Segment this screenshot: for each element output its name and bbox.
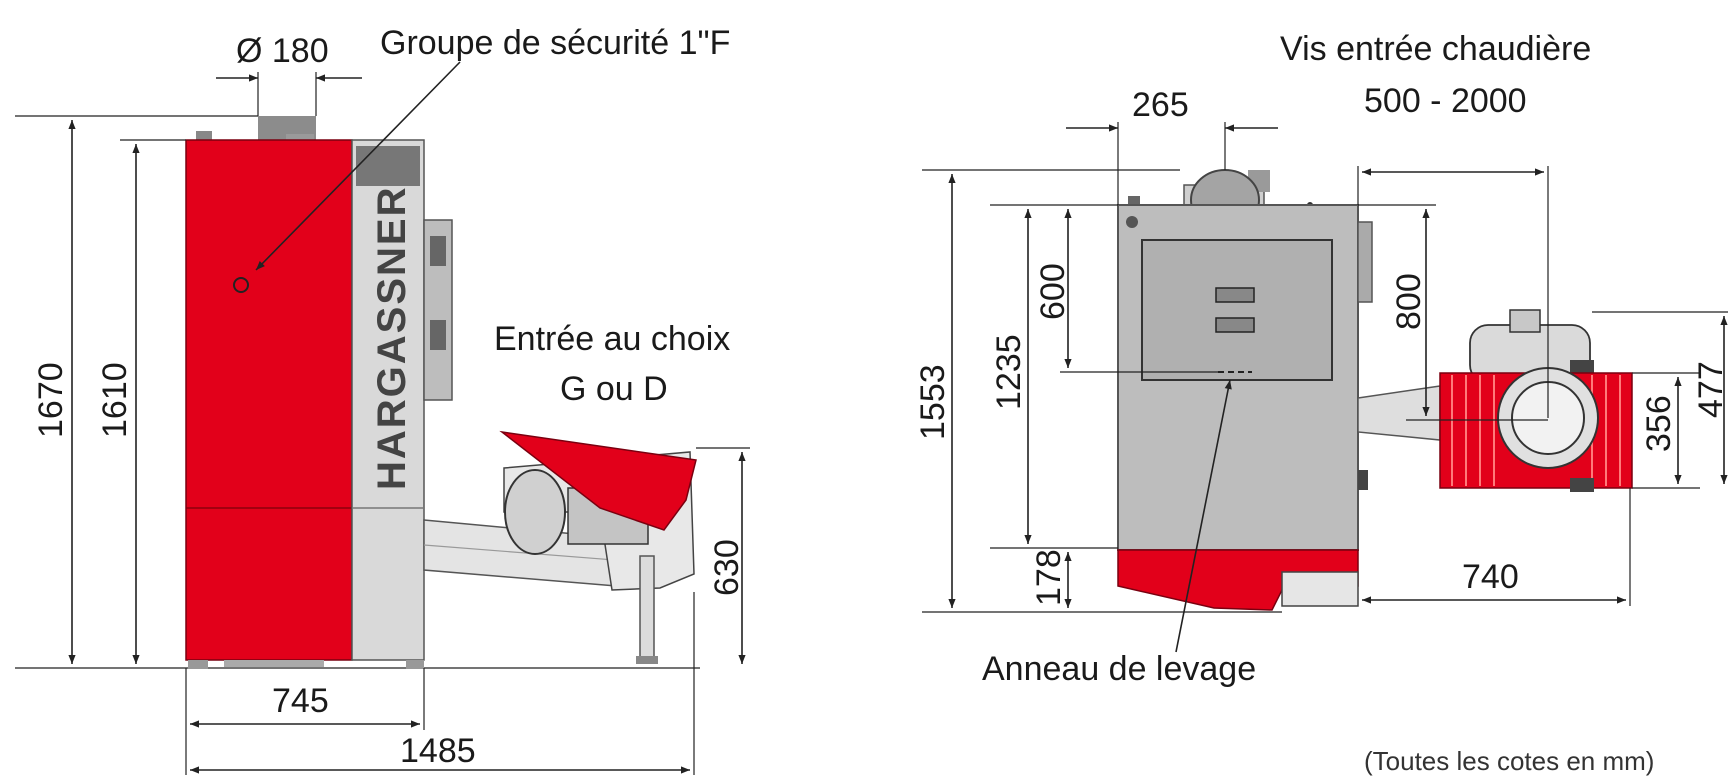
control-panel [356, 146, 420, 186]
height-inner-value: 1235 [990, 334, 1028, 410]
top-fitting [196, 131, 212, 141]
lifting-ring-label: Anneau de levage [982, 650, 1256, 688]
hinge-bottom [430, 320, 446, 350]
flue-offset-value: 265 [1132, 86, 1189, 124]
motor-terminal [1509, 309, 1541, 333]
side-casing [351, 139, 425, 661]
units-note: (Toutes les cotes en mm) [1364, 746, 1654, 776]
top-valve [286, 134, 314, 141]
right-view: Vis entrée chaudière 500 - 2000 [914, 30, 1728, 688]
height-178-value: 178 [1030, 549, 1068, 606]
support-leg [639, 555, 655, 661]
side-bracket [1357, 221, 1373, 303]
boiler-body-red [186, 140, 352, 660]
front-door [1141, 239, 1333, 381]
height-477-value: 477 [1692, 361, 1728, 418]
safety-group-dot [233, 277, 249, 293]
feed-tube [1357, 385, 1441, 441]
width-740-value: 740 [1462, 558, 1519, 596]
foot-left [188, 660, 208, 669]
top-bolt-left [1128, 196, 1140, 206]
base-plate [224, 660, 324, 667]
flue-diameter-label: Ø 180 [236, 32, 329, 70]
lifting-ring-leader [1175, 379, 1232, 653]
door-slot-bottom [1215, 317, 1255, 333]
door-slot-top [1215, 287, 1255, 303]
feed-height-value: 630 [708, 539, 746, 596]
body-screw [1126, 216, 1138, 228]
safety-group-label: Groupe de sécurité 1"F [380, 24, 730, 62]
ash-drawer-red [1117, 549, 1359, 611]
left-view: HARGASSNER Ø 180 Groupe de sécurité [15, 24, 750, 775]
brand-label: HARGASSNER [370, 186, 414, 490]
width-boiler-value: 745 [272, 682, 329, 720]
valve-foot [1570, 478, 1594, 492]
motor-body [504, 469, 566, 555]
screw-entry-label-1: Vis entrée chaudière [1280, 30, 1591, 68]
width-total-value: 1485 [400, 732, 476, 770]
side-latch [1358, 470, 1368, 490]
screw-entry-label-2: 500 - 2000 [1364, 82, 1527, 120]
foot-right [406, 660, 424, 669]
entry-choice-label-1: Entrée au choix [494, 320, 730, 358]
feed-red-cover [499, 430, 697, 531]
ash-drawer-handle [1281, 571, 1359, 607]
height-total-value: 1553 [914, 364, 952, 440]
height-800-value: 800 [1390, 273, 1428, 330]
height-body-value: 1610 [96, 362, 134, 438]
entry-choice-label-2: G ou D [560, 370, 668, 408]
safety-group-leader [255, 61, 461, 271]
height-600-value: 600 [1034, 263, 1072, 320]
hinge-top [430, 236, 446, 266]
support-foot [636, 656, 658, 664]
height-356-value: 356 [1640, 395, 1678, 452]
height-total-value: 1670 [32, 362, 70, 438]
